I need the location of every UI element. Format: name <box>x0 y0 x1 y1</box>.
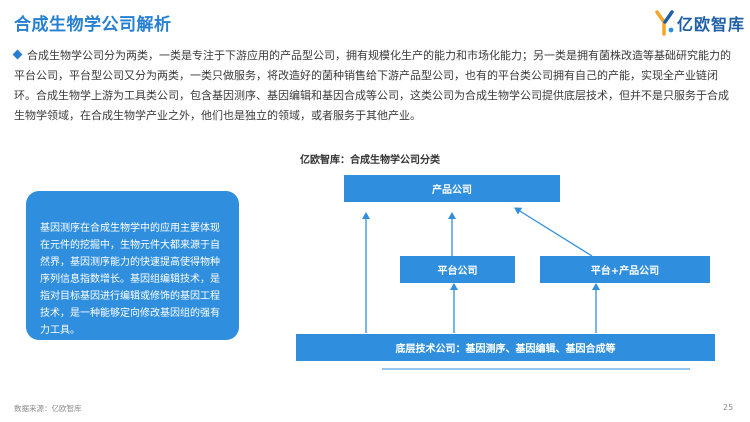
page-title: 合成生物学公司解析 <box>14 15 172 35</box>
logo-text: 亿欧智库 <box>677 15 746 34</box>
node-platform-company: 平台公司 <box>400 256 515 283</box>
page-number: 25 <box>723 403 734 412</box>
intro-paragraph: 合成生物学公司分为两类，一类是专注于下游应用的产品型公司，拥有规模化生产的能力和… <box>12 46 738 126</box>
data-source: 数据来源：亿欧智库 <box>14 404 82 413</box>
logo: 亿欧智库 <box>655 10 744 36</box>
node-platform-product-company: 平台+产品公司 <box>540 256 710 283</box>
node-base-tech-company: 底层技术公司：基因测序、基因编辑、基因合成等 <box>296 334 715 361</box>
intro-text: 合成生物学公司分为两类，一类是专注于下游应用的产品型公司，拥有规模化生产的能力和… <box>14 49 731 122</box>
callout-box: 基因测序在合成生物学中的应用主要体现在元件的挖掘中，生物元件大都来源于自然界，基… <box>26 191 239 340</box>
callout-text: 基因测序在合成生物学中的应用主要体现在元件的挖掘中，生物元件大都来源于自然界，基… <box>40 223 220 336</box>
logo-mark-icon <box>655 10 674 36</box>
node-product-company: 产品公司 <box>344 175 560 202</box>
arrow-platform-product-to-product <box>514 207 593 257</box>
diagram-title: 亿欧智库：合成生物学公司分类 <box>300 155 440 166</box>
